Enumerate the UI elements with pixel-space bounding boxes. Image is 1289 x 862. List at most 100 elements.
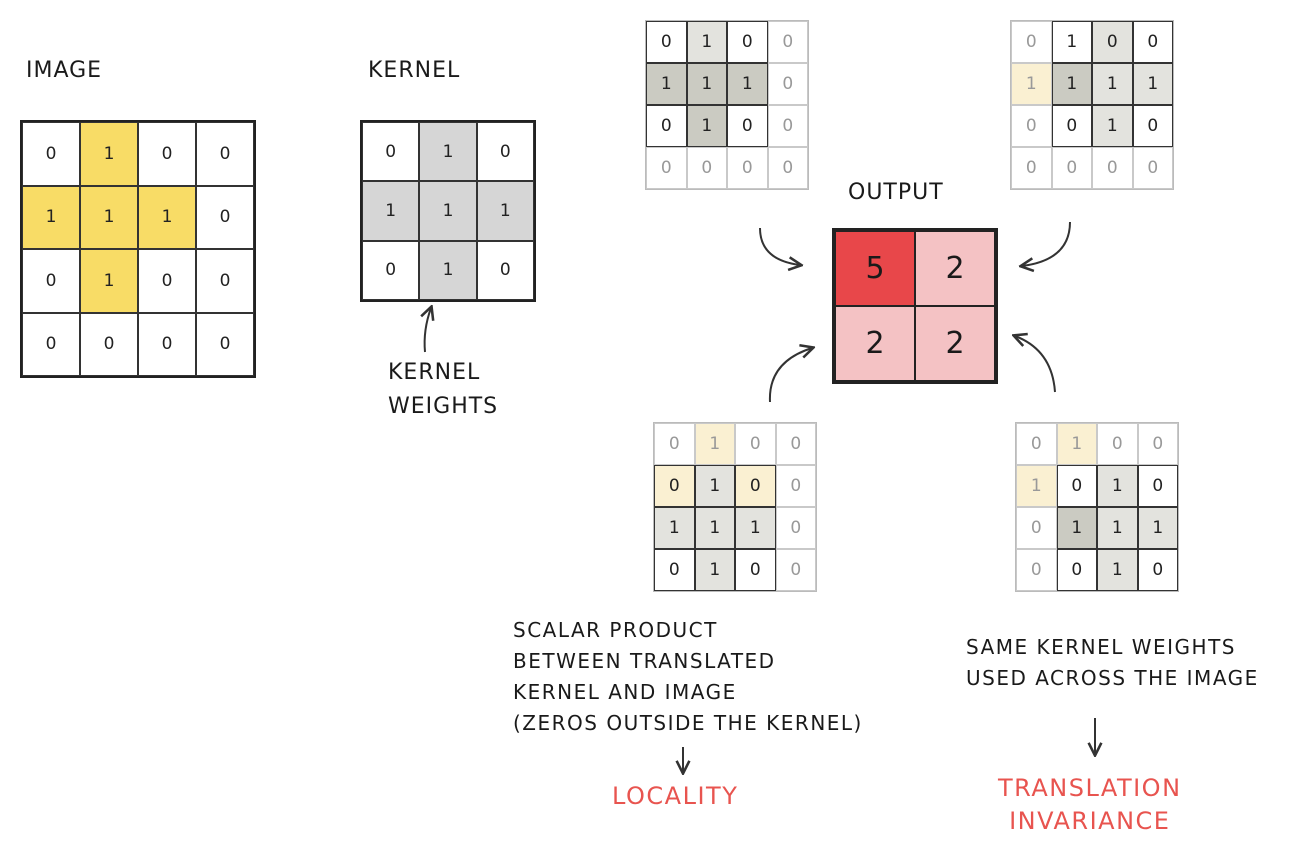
shifted-cell: 1 [735, 507, 776, 549]
kernel-cell: 1 [419, 122, 477, 182]
shifted-cell: 0 [727, 105, 768, 147]
shifted-cell: 0 [686, 147, 727, 189]
shifted-cell: 0 [654, 465, 695, 507]
shifted-cell: 0 [1137, 549, 1178, 591]
shifted-cell: 1 [654, 507, 695, 549]
output-cell: 2 [915, 306, 995, 381]
shifted-cell: 0 [1132, 21, 1173, 63]
shifted-cell: 0 [735, 549, 776, 591]
kernel-grid: 0 1 0 1 1 1 0 1 0 [360, 120, 536, 302]
image-cell: 1 [80, 249, 138, 313]
image-cell: 0 [22, 249, 80, 313]
note-line: KERNEL AND IMAGE [513, 680, 737, 704]
kernel-label: KERNEL [368, 58, 461, 83]
image-cell: 0 [196, 249, 254, 313]
shifted-grid-top-right: 0 1 0 0 1 1 1 1 0 0 1 0 0 0 0 0 [1010, 20, 1174, 190]
kernel-cell: 1 [476, 181, 534, 241]
image-cell: 1 [22, 185, 80, 249]
arrow-bottom-left [768, 348, 812, 403]
shifted-cell: 0 [1016, 549, 1057, 591]
shifted-cell: 1 [1132, 63, 1173, 105]
shifted-cell: 0 [1011, 147, 1052, 189]
arrow-bottom-right [1015, 336, 1056, 393]
arrow-kernel-weights [425, 308, 431, 353]
kernel-cell: 0 [362, 240, 420, 300]
shifted-cell: 0 [1051, 147, 1092, 189]
shifted-cell: 0 [767, 147, 808, 189]
shifted-cell: 0 [1016, 423, 1057, 465]
shifted-cell: 0 [767, 63, 808, 105]
shifted-cell: 0 [1132, 147, 1173, 189]
shifted-cell: 0 [735, 465, 776, 507]
translation-invariance-label: TRANSLATION INVARIANCE [998, 772, 1182, 838]
note-line: USED ACROSS THE IMAGE [966, 666, 1259, 690]
translation-line: INVARIANCE [1009, 807, 1171, 835]
shifted-cell: 1 [1016, 465, 1057, 507]
image-grid: 0 1 0 0 1 1 1 0 0 1 0 0 0 0 0 0 [20, 120, 256, 378]
image-cell: 0 [196, 185, 254, 249]
shifted-cell: 0 [1056, 465, 1097, 507]
shifted-cell: 0 [1016, 507, 1057, 549]
shifted-cell: 0 [646, 147, 687, 189]
shifted-cell: 1 [1097, 549, 1138, 591]
note-line: (ZEROS OUTSIDE THE KERNEL) [513, 711, 863, 735]
shifted-cell: 0 [654, 423, 695, 465]
image-cell: 0 [80, 312, 138, 376]
shifted-grid-top-left: 0 1 0 0 1 1 1 0 0 1 0 0 0 0 0 0 [645, 20, 809, 190]
image-label: IMAGE [26, 58, 103, 83]
shared-weights-note: SAME KERNEL WEIGHTS USED ACROSS THE IMAG… [966, 632, 1259, 694]
shifted-cell: 1 [1056, 423, 1097, 465]
image-cell: 0 [138, 249, 196, 313]
kernel-cell: 0 [476, 122, 534, 182]
shifted-cell: 1 [646, 63, 687, 105]
shifted-cell: 0 [1056, 549, 1097, 591]
shifted-cell: 1 [686, 21, 727, 63]
arrow-top-right [1022, 221, 1071, 266]
shifted-grid-bottom-right: 0 1 0 0 1 0 1 0 0 1 1 1 0 0 1 0 [1015, 422, 1179, 592]
note-line: BETWEEN TRANSLATED [513, 649, 776, 673]
shifted-cell: 0 [775, 465, 816, 507]
shifted-cell: 1 [1092, 105, 1133, 147]
shifted-cell: 0 [727, 21, 768, 63]
image-cell: 0 [138, 312, 196, 376]
kernel-cell: 1 [362, 181, 420, 241]
shifted-cell: 1 [694, 549, 735, 591]
shifted-cell: 0 [1137, 423, 1178, 465]
shifted-cell: 0 [727, 147, 768, 189]
shifted-cell: 1 [1097, 507, 1138, 549]
shifted-cell: 1 [1056, 507, 1097, 549]
image-cell: 0 [196, 312, 254, 376]
image-cell: 1 [80, 185, 138, 249]
shifted-cell: 0 [1097, 423, 1138, 465]
locality-label: LOCALITY [612, 782, 739, 810]
shifted-cell: 1 [694, 423, 735, 465]
note-line: SCALAR PRODUCT [513, 618, 718, 642]
shifted-cell: 0 [775, 507, 816, 549]
output-cell: 2 [835, 306, 915, 381]
scalar-product-note: SCALAR PRODUCT BETWEEN TRANSLATED KERNEL… [513, 615, 863, 739]
image-cell: 0 [138, 122, 196, 186]
shifted-cell: 1 [727, 63, 768, 105]
shifted-cell: 0 [775, 423, 816, 465]
image-cell: 0 [22, 122, 80, 186]
kernel-cell: 1 [419, 240, 477, 300]
note-line: SAME KERNEL WEIGHTS [966, 635, 1237, 659]
shifted-cell: 0 [1092, 21, 1133, 63]
image-cell: 1 [138, 185, 196, 249]
kernel-cell: 1 [419, 181, 477, 241]
translation-line: TRANSLATION [998, 774, 1182, 802]
shifted-cell: 0 [1132, 105, 1173, 147]
arrow-top-left [759, 227, 800, 265]
shifted-cell: 1 [1011, 63, 1052, 105]
shifted-cell: 1 [686, 105, 727, 147]
kernel-weights-label: KERNEL WEIGHTS [388, 356, 498, 424]
shifted-cell: 0 [767, 105, 808, 147]
image-cell: 0 [196, 122, 254, 186]
output-label: OUTPUT [848, 180, 944, 205]
kernel-cell: 0 [362, 122, 420, 182]
shifted-cell: 0 [1011, 105, 1052, 147]
shifted-cell: 0 [646, 21, 687, 63]
shifted-grid-bottom-left: 0 1 0 0 0 1 0 0 1 1 1 0 0 1 0 0 [653, 422, 817, 592]
shifted-cell: 1 [1137, 507, 1178, 549]
shifted-cell: 1 [694, 507, 735, 549]
